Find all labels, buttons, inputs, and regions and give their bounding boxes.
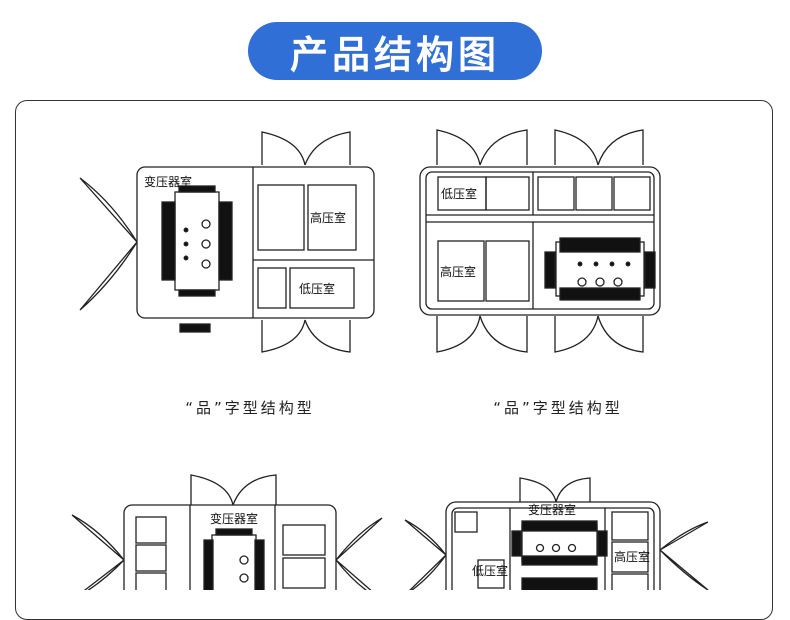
enclosure-outline bbox=[419, 166, 661, 316]
enclosure-outline bbox=[136, 166, 375, 319]
label-high-voltage-room-4: 高压室 bbox=[614, 549, 650, 564]
door-leaf bbox=[79, 177, 138, 243]
layout-diagram-4 bbox=[404, 477, 709, 590]
layout-diagram-2 bbox=[419, 129, 661, 353]
layout-diagram-3 bbox=[71, 474, 383, 590]
structure-diagrams: 变压器室 高压室 低压室 低压室 高压室 变压器室 变压器室 高压室 低压室 bbox=[71, 129, 709, 590]
label-high-voltage-room-1: 高压室 bbox=[310, 210, 346, 225]
door-leaf bbox=[304, 319, 351, 353]
label-transformer-room-4: 变压器室 bbox=[528, 502, 576, 517]
section-title: 产品结构图 bbox=[248, 22, 542, 80]
door-leaf bbox=[304, 131, 351, 166]
enclosure-outline bbox=[123, 504, 337, 590]
enclosure-outline bbox=[445, 501, 661, 590]
label-transformer-room-3: 变压器室 bbox=[210, 511, 258, 526]
label-low-voltage-room-4: 低压室 bbox=[472, 563, 508, 578]
transformer bbox=[211, 534, 257, 590]
layout-diagram-1 bbox=[79, 131, 375, 353]
label-low-voltage-room-1: 低压室 bbox=[299, 281, 335, 296]
label-transformer-room-1: 变压器室 bbox=[144, 174, 192, 189]
label-low-voltage-room-2: 低压室 bbox=[441, 186, 477, 201]
caption-top-left: “品”字型结构型 bbox=[185, 399, 315, 417]
label-high-voltage-room-2: 高压室 bbox=[440, 264, 476, 279]
door-leaf bbox=[261, 131, 306, 166]
transformer bbox=[174, 191, 220, 291]
door-leaf bbox=[261, 319, 306, 353]
door-leaf bbox=[79, 241, 138, 311]
caption-top-right: “品”字型结构型 bbox=[493, 399, 623, 417]
diagram-panel bbox=[15, 100, 773, 620]
